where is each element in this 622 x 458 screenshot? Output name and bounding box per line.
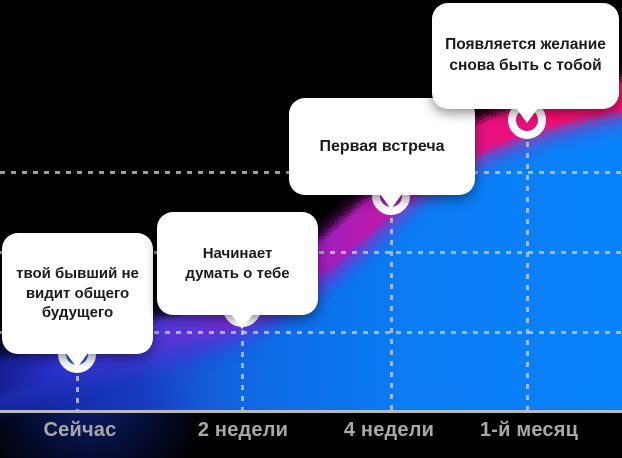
annotation-text: Начинает думать о тебе — [185, 244, 290, 282]
x-tick-label: Сейчас — [43, 419, 117, 441]
x-tick-label: 2 недели — [197, 419, 289, 441]
x-tick-label: 4 недели — [343, 419, 435, 441]
annotation-text: твой бывший не видит общего будущего — [16, 264, 139, 322]
annotation-bubble: Появляется желание снова быть с тобой — [432, 3, 619, 123]
annotation-bubble: Начинает думать о тебе — [157, 212, 318, 330]
x-tick-label: 1-й месяц — [479, 419, 579, 441]
annotation-bubble: твой бывший не видит общего будущего — [2, 233, 153, 368]
bubble-tail — [66, 352, 88, 368]
bubble-tail — [516, 107, 538, 123]
annotation-text: Первая встреча — [319, 138, 445, 156]
annotation-text: Появляется желание снова быть с тобой — [445, 36, 606, 74]
bubble-tail — [380, 194, 402, 210]
gridlines-vertical — [76, 142, 529, 410]
annotation-bubble: Первая встреча — [289, 98, 475, 210]
bubble-tail — [231, 314, 253, 330]
